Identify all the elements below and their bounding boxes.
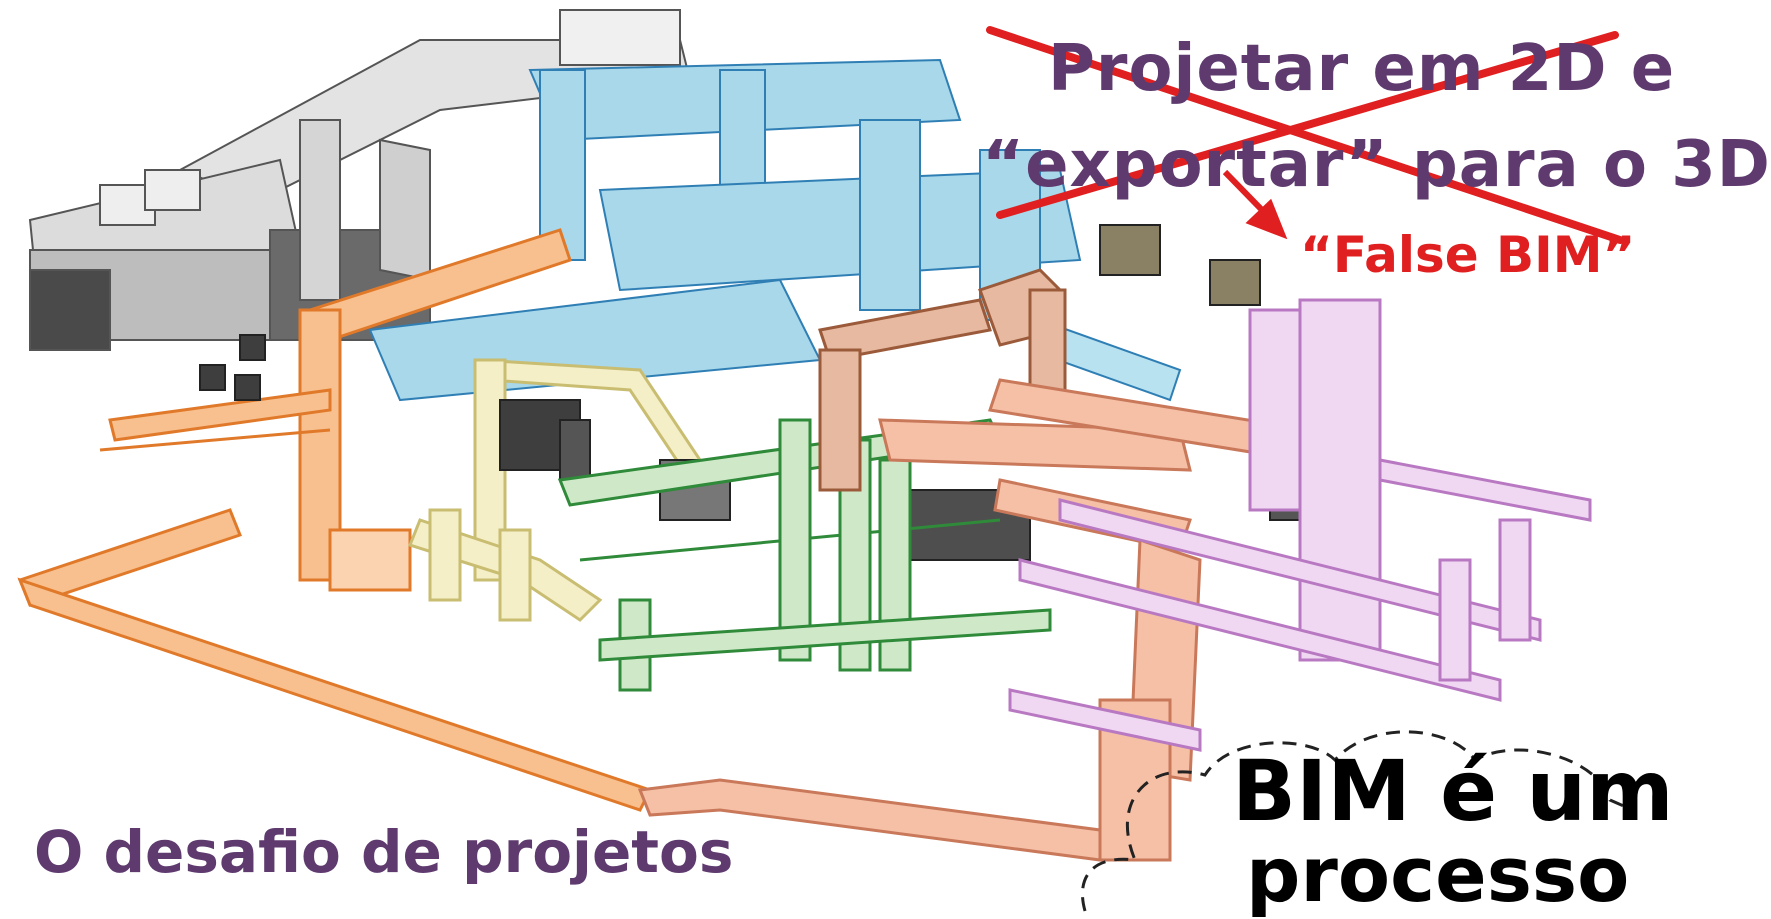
false-bim-label: “False BIM” (1300, 226, 1636, 284)
equipment-blocks (199, 224, 1321, 561)
pink-pipe-system (1008, 298, 1592, 752)
strike-x-mark (986, 26, 1624, 244)
bim-statement-line-2: processo (1246, 830, 1630, 919)
red-arrow (1222, 169, 1288, 240)
dashed-cloud-outline (1080, 730, 1634, 912)
slide-caption: O desafio de projetos (34, 818, 734, 886)
gray-duct-system (28, 9, 692, 351)
strike-text-line-1: Projetar em 2D e (1048, 32, 1676, 106)
slide: Projetar em 2D e “exportar” para o 3D “F… (17, 9, 1770, 919)
bim-statement-line-1: BIM é um (1232, 742, 1674, 840)
bim-mep-model-illustration (17, 9, 1634, 912)
strike-text-line-2: “exportar” para o 3D (982, 128, 1771, 202)
orange-pipe-system (17, 228, 653, 812)
blue-duct-system (368, 58, 1182, 402)
